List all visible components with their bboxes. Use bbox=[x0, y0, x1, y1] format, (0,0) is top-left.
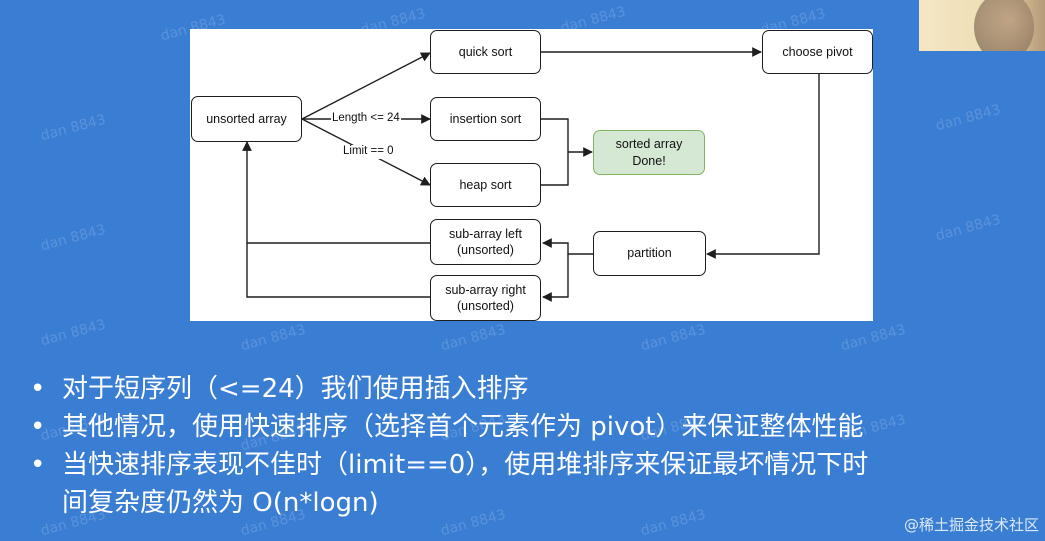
watermark: dan 8843 bbox=[934, 101, 1003, 135]
bullet-text-line: 当快速排序表现不佳时（limit==0），使用堆排序来保证最坏情况下时 bbox=[62, 450, 869, 480]
watermark: dan 8843 bbox=[239, 321, 308, 355]
watermark: dan 8843 bbox=[934, 211, 1003, 245]
node-choose-pivot: choose pivot bbox=[762, 30, 873, 74]
node-sub-array-right: sub-array right (unsorted) bbox=[430, 275, 541, 321]
edge-unsorted-to-quick bbox=[301, 52, 431, 120]
edge-pivot-to-partition bbox=[706, 74, 820, 259]
diagram-connectors bbox=[242, 47, 820, 302]
edge-partition-to-left bbox=[542, 238, 593, 255]
bullet-text-line: 间复杂度仍然为 O(n*logn) bbox=[62, 488, 379, 518]
bullet-item: • 对于短序列（<=24）我们使用插入排序 bbox=[28, 370, 1038, 408]
bullet-marker: • bbox=[30, 374, 46, 404]
site-watermark: @稀土掘金技术社区 bbox=[903, 516, 1039, 534]
watermark: dan 8843 bbox=[439, 321, 508, 355]
edge-label-length: Length <= 24 bbox=[331, 112, 401, 126]
watermark: dan 8843 bbox=[39, 316, 108, 350]
node-quick-sort: quick sort bbox=[430, 30, 541, 74]
watermark: dan 8843 bbox=[639, 321, 708, 355]
edge-insertion-to-merge bbox=[541, 118, 569, 186]
node-partition: partition bbox=[593, 231, 706, 276]
bullet-marker: • bbox=[30, 412, 46, 442]
node-sub-array-left: sub-array left (unsorted) bbox=[430, 219, 541, 265]
node-insertion-sort: insertion sort bbox=[430, 97, 541, 141]
watermark: dan 8843 bbox=[39, 111, 108, 145]
edge-partition-to-right bbox=[542, 254, 569, 302]
watermark: dan 8843 bbox=[839, 321, 908, 355]
sort-flow-diagram: unsorted array quick sort choose pivot i… bbox=[190, 29, 873, 321]
bullet-text: 对于短序列（<=24）我们使用插入排序 bbox=[62, 374, 529, 404]
node-heap-sort: heap sort bbox=[430, 163, 541, 207]
edge-right-to-unsorted bbox=[246, 243, 430, 298]
webcam-overlay bbox=[919, 0, 1045, 51]
bullet-list: • 对于短序列（<=24）我们使用插入排序 • 其他情况，使用快速排序（选择首个… bbox=[28, 370, 1038, 522]
node-sorted-array-done: sorted array Done! bbox=[593, 130, 705, 175]
bullet-marker: • bbox=[30, 450, 46, 480]
bullet-text: 其他情况，使用快速排序（选择首个元素作为 pivot）来保证整体性能 bbox=[62, 412, 864, 442]
bullet-item: • 当快速排序表现不佳时（limit==0），使用堆排序来保证最坏情况下时 间复… bbox=[28, 446, 1038, 522]
presenter-head bbox=[974, 0, 1034, 51]
bullet-item: • 其他情况，使用快速排序（选择首个元素作为 pivot）来保证整体性能 bbox=[28, 408, 1038, 446]
edge-left-to-unsorted bbox=[242, 141, 430, 244]
watermark: dan 8843 bbox=[39, 221, 108, 255]
edge-label-limit: Limit == 0 bbox=[342, 145, 395, 159]
node-unsorted-array: unsorted array bbox=[191, 96, 302, 142]
